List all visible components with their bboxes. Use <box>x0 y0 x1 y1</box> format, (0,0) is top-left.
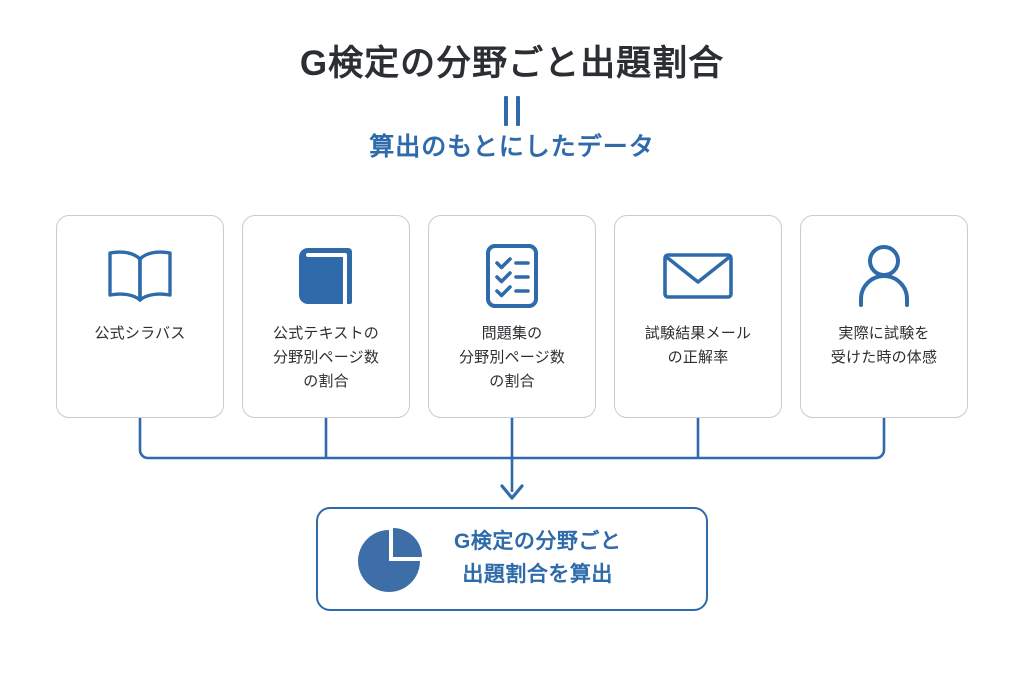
source-card-result-mail[interactable]: 試験結果メール の正解率 <box>614 215 782 418</box>
source-card-official-text-pages[interactable]: 公式テキストの 分野別ページ数 の割合 <box>242 215 410 418</box>
result-label: G検定の分野ごと 出題割合を算出 <box>454 530 622 586</box>
envelope-icon <box>661 242 735 310</box>
source-card-official-syllabus[interactable]: 公式シラバス <box>56 215 224 418</box>
source-card-personal-experience[interactable]: 実際に試験を 受けた時の体感 <box>800 215 968 418</box>
source-card-label: 公式テキストの 分野別ページ数 の割合 <box>272 325 380 390</box>
connector-lines <box>0 410 1024 520</box>
source-card-label: 実際に試験を 受けた時の体感 <box>830 325 938 366</box>
source-card-label: 問題集の 分野別ページ数 の割合 <box>458 325 566 390</box>
closed-book-icon <box>295 242 357 310</box>
open-book-icon <box>103 242 177 310</box>
source-card-workbook-pages[interactable]: 問題集の 分野別ページ数 の割合 <box>428 215 596 418</box>
equals-symbol-icon <box>497 96 527 127</box>
result-box[interactable]: G検定の分野ごと 出題割合を算出 <box>316 507 708 611</box>
page-subtitle: 算出のもとにしたデータ <box>369 133 655 162</box>
person-icon <box>855 242 913 310</box>
source-card-label: 試験結果メール の正解率 <box>644 325 752 366</box>
source-card-label: 公式シラバス <box>94 325 186 342</box>
checklist-icon <box>484 242 540 310</box>
title-block: G検定の分野ごと出題割合 算出のもとにしたデータ <box>0 44 1024 162</box>
page-title: G検定の分野ごと出題割合 <box>299 44 725 83</box>
source-cards-row: 公式シラバス 公式テキストの 分野別ページ数 の割合 <box>56 215 968 418</box>
pie-chart-icon <box>354 522 428 596</box>
